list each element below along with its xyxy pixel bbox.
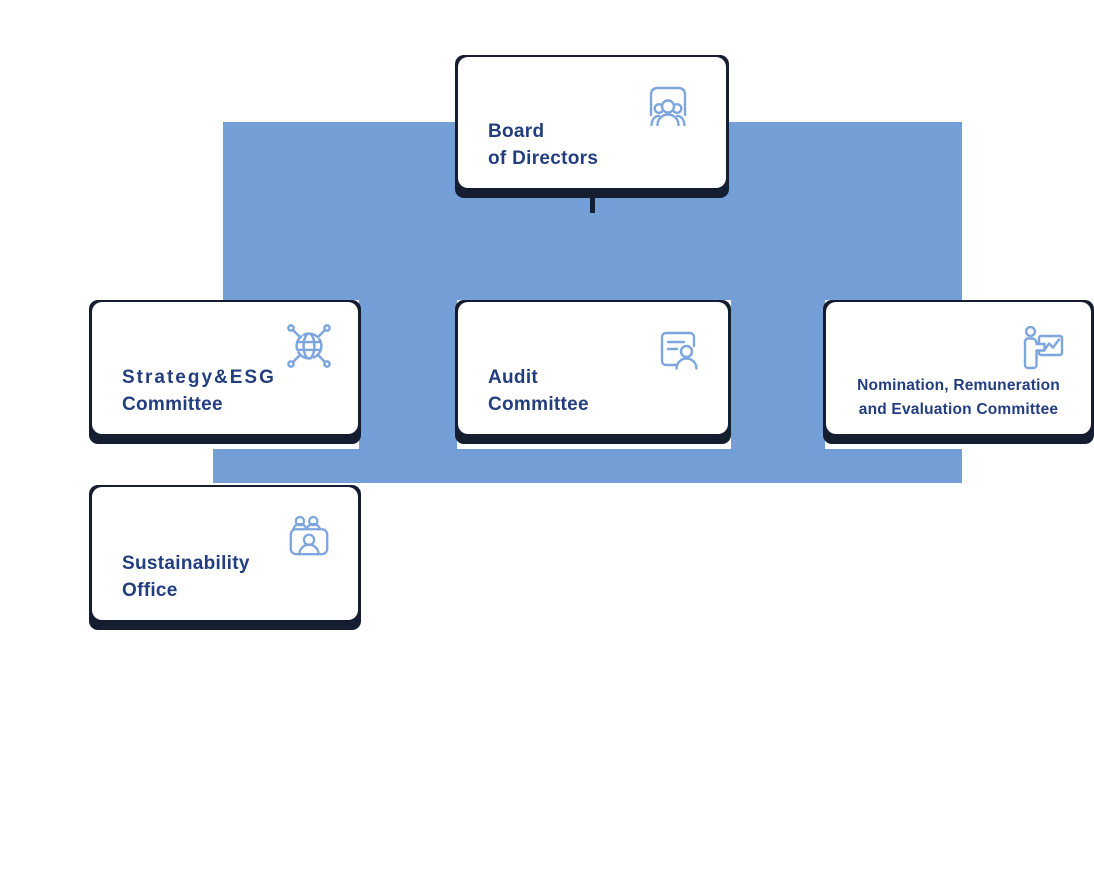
card: Nomination, Remuneration and Evaluation …: [826, 302, 1091, 434]
node-title-line2: Committee: [488, 394, 589, 415]
presenter-chart-icon: [1018, 325, 1066, 373]
node-title-line1: Board: [488, 121, 545, 142]
globe-network-icon: [282, 319, 336, 373]
card: Strategy&ESG Committee: [92, 302, 358, 434]
node-title: Audit Committee: [488, 364, 589, 418]
node-title: Nomination, Remuneration and Evaluation …: [832, 374, 1085, 422]
connector-column-right: [731, 299, 825, 451]
node-title: Board of Directors: [488, 118, 598, 172]
node-title: Strategy&ESG Committee: [122, 364, 276, 418]
node-title-line1: Strategy&ESG: [122, 367, 276, 388]
card: Audit Committee: [458, 302, 728, 434]
boardroom-people-icon: [644, 80, 692, 126]
node-audit-committee: Audit Committee: [455, 300, 731, 444]
document-person-icon: [654, 325, 702, 371]
node-sustainability-office: Sustainability Office: [89, 485, 361, 630]
node-nomination-remuneration-evaluation-committee: Nomination, Remuneration and Evaluation …: [823, 300, 1094, 444]
node-title-line2: Committee: [122, 394, 223, 415]
card: Sustainability Office: [92, 487, 358, 620]
connector-board-stub: [590, 193, 595, 213]
node-title-line1: Nomination, Remuneration: [857, 377, 1060, 394]
node-strategy-esg-committee: Strategy&ESG Committee: [89, 300, 361, 444]
node-title-line2: of Directors: [488, 148, 599, 169]
node-title-line1: Audit: [488, 367, 539, 388]
meeting-panel-icon: [286, 512, 332, 558]
node-title-line2: Office: [122, 580, 178, 601]
card: Board of Directors: [458, 57, 726, 188]
connector-bottom-bar: [213, 449, 962, 483]
connector-column-left: [359, 299, 457, 451]
node-title: Sustainability Office: [122, 550, 250, 604]
node-title-line1: Sustainability: [122, 553, 250, 574]
node-board-of-directors: Board of Directors: [455, 55, 729, 198]
node-title-line2: and Evaluation Committee: [858, 401, 1059, 418]
